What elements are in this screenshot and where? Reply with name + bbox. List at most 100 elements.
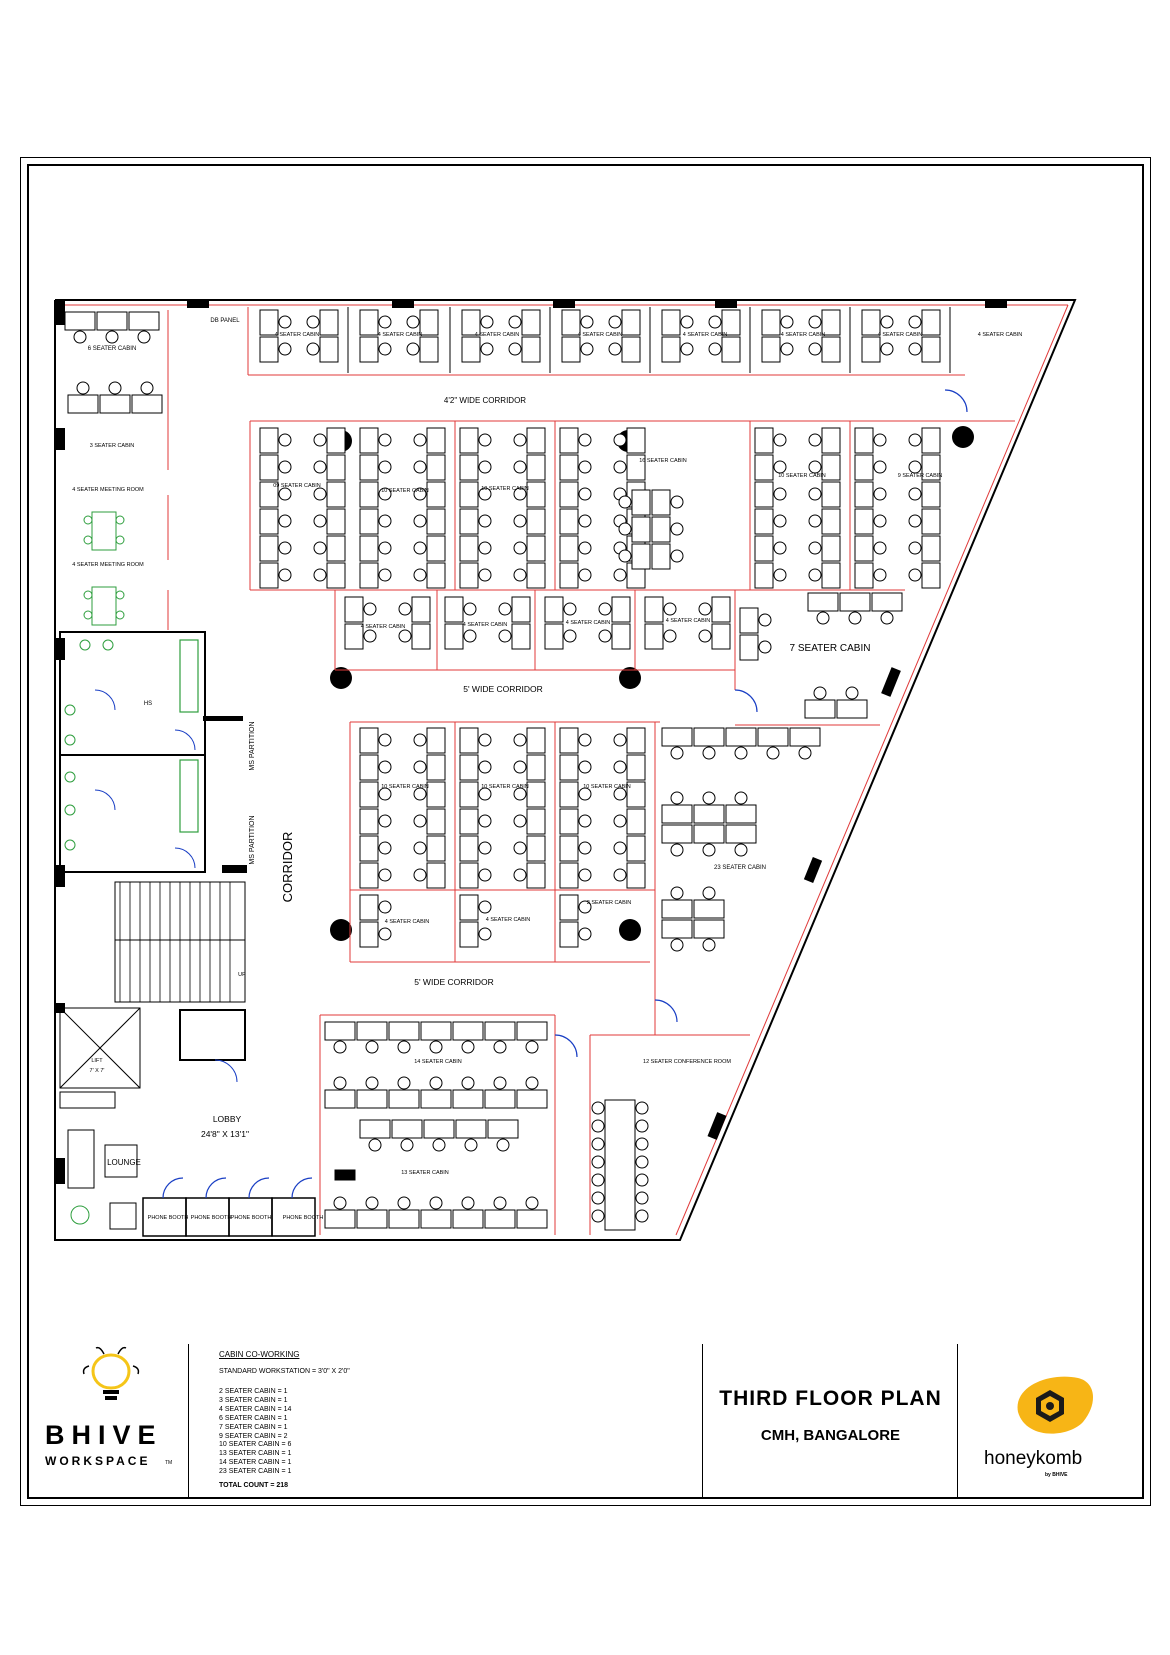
desk: [854, 481, 874, 508]
four-seater-cabin-label: 4 SEATER CABIN: [385, 919, 430, 925]
chair: [406, 315, 420, 329]
desk: [344, 596, 364, 623]
desk: [526, 754, 546, 781]
desk: [359, 781, 379, 808]
chair: [429, 1076, 443, 1090]
desk: [388, 1021, 420, 1041]
desk: [821, 309, 841, 336]
desk: [359, 894, 379, 921]
desk: [461, 309, 481, 336]
standard-workstation-note: STANDARD WORKSTATION = 3'0" X 2'0": [219, 1368, 350, 1375]
chair: [413, 868, 427, 882]
desk: [725, 727, 757, 747]
chair: [365, 1196, 379, 1210]
desk: [725, 804, 757, 824]
chair: [563, 602, 577, 616]
six-seater-cabin-label: 6 SEATER CABIN: [88, 346, 137, 352]
desk: [739, 607, 759, 634]
chair: [513, 733, 527, 747]
chair: [613, 760, 627, 774]
desk: [359, 808, 379, 835]
desk: [326, 454, 346, 481]
corridor-label: 5' WIDE CORRIDOR: [463, 684, 543, 694]
desk: [626, 727, 646, 754]
chair: [663, 629, 677, 643]
desk: [854, 508, 874, 535]
chair: [908, 433, 922, 447]
chair: [378, 514, 392, 528]
chair: [333, 1076, 347, 1090]
desk: [259, 309, 279, 336]
chair: [313, 541, 327, 555]
desk: [420, 1021, 452, 1041]
desk: [131, 394, 163, 414]
chair: [670, 549, 684, 563]
desk: [359, 481, 379, 508]
chair: [873, 568, 887, 582]
desk: [711, 623, 731, 650]
chair: [378, 787, 392, 801]
desk: [626, 781, 646, 808]
desk: [459, 921, 479, 948]
desk: [359, 454, 379, 481]
desk: [423, 1119, 455, 1139]
desk: [326, 562, 346, 589]
chair: [698, 629, 712, 643]
chair: [808, 568, 822, 582]
chair: [313, 514, 327, 528]
desk: [626, 835, 646, 862]
desk: [789, 727, 821, 747]
ten-seater-cabin-label: 10 SEATER CABIN: [381, 784, 429, 790]
chair: [578, 514, 592, 528]
chair: [702, 938, 716, 952]
desk: [326, 427, 346, 454]
chair: [908, 514, 922, 528]
lift-label: LIFT: [91, 1058, 103, 1064]
chair: [873, 433, 887, 447]
fourteen-seater-cabin-label: 14 SEATER CABIN: [414, 1059, 462, 1065]
washroom: [59, 631, 247, 873]
three-seater-cabin-label: 3 SEATER CABIN: [90, 443, 135, 449]
chair: [680, 315, 694, 329]
desk: [459, 454, 479, 481]
desk: [921, 309, 941, 336]
chair: [108, 381, 122, 395]
chair: [278, 541, 292, 555]
desk: [359, 562, 379, 589]
chair: [513, 760, 527, 774]
desk: [921, 336, 941, 363]
desk: [693, 899, 725, 919]
chair: [513, 841, 527, 855]
ms-partition-label: MS PARTITION: [249, 721, 256, 770]
corridor-label: 5' WIDE CORRIDOR: [414, 977, 494, 987]
chair: [378, 541, 392, 555]
four-seater-cabin-label: 4 SEATER CABIN: [486, 917, 531, 923]
desk: [426, 835, 446, 862]
phone-booth-doors: [162, 389, 968, 1199]
desk: [725, 824, 757, 844]
chair: [580, 315, 594, 329]
desk: [459, 727, 479, 754]
desk: [661, 727, 693, 747]
chair: [708, 342, 722, 356]
chair: [413, 568, 427, 582]
chair: [400, 1138, 414, 1152]
desk: [420, 1089, 452, 1109]
chair: [880, 342, 894, 356]
chair: [734, 843, 748, 857]
four-seater-cabin-label: 4 SEATER CABIN: [275, 332, 320, 338]
chair: [496, 1138, 510, 1152]
four-seater-cabin-label: 4 SEATER CABIN: [566, 620, 611, 626]
honeykomb-logo-cell: honeykomb by BHIVE: [958, 1344, 1144, 1499]
desk: [521, 336, 541, 363]
chair: [413, 760, 427, 774]
desk: [459, 808, 479, 835]
chair: [278, 568, 292, 582]
chair: [670, 938, 684, 952]
desk: [559, 454, 579, 481]
chair: [698, 602, 712, 616]
chair: [413, 514, 427, 528]
desk: [559, 427, 579, 454]
desk: [711, 596, 731, 623]
chair: [278, 342, 292, 356]
